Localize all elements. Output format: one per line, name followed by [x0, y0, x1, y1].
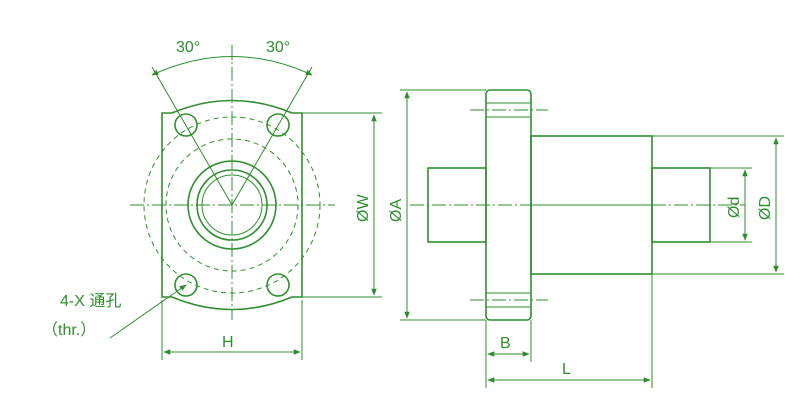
flange-outline	[161, 99, 303, 311]
hole-note-line2: （thr.）	[42, 321, 96, 339]
screw-circle	[201, 174, 263, 236]
dim-B-label: B	[500, 335, 511, 352]
mounting-hole-bottom-left	[174, 273, 198, 297]
mounting-hole-top-left	[174, 113, 198, 137]
dim-D-label: ØD	[757, 196, 774, 220]
mounting-hole-bottom-right	[266, 273, 290, 297]
dim-H-label: H	[222, 334, 234, 351]
angle-line-right	[231, 66, 313, 206]
dim-A-label: ØA	[388, 199, 405, 222]
side-view: ØA Ød ØD B L	[388, 89, 784, 388]
inner-dashed-circle	[165, 138, 299, 272]
dim-L-label: L	[562, 361, 571, 378]
dim-W-label: ØW	[355, 194, 372, 222]
nut-bore-circle	[196, 169, 268, 241]
bolt-pitch-circle	[143, 116, 321, 294]
angle-label-right: 30°	[266, 39, 290, 56]
mounting-hole-top-right	[266, 113, 290, 137]
hole-leader-line	[109, 284, 187, 339]
angle-line-left	[151, 66, 233, 206]
front-view: 30° 30° 4-X 通孔 （thr.） H ØW	[42, 39, 382, 360]
angle-label-left: 30°	[176, 39, 200, 56]
hole-note-line1: 4-X 通孔	[60, 292, 121, 310]
nut-outer-circle	[187, 160, 277, 250]
dim-d-label: Ød	[726, 197, 743, 218]
